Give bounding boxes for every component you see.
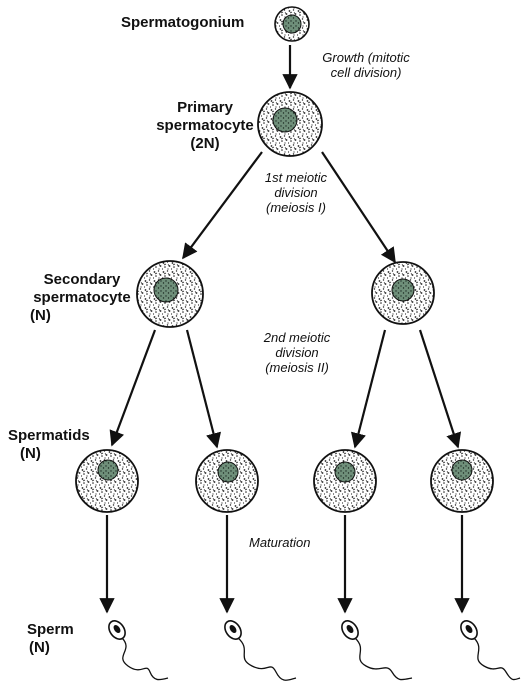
arrow-meiosis2-4 xyxy=(418,329,462,449)
arrow-meiosis2-2 xyxy=(185,329,222,449)
cell-spermatogonium xyxy=(274,6,310,42)
label-sperm: Sperm (N) xyxy=(27,621,74,656)
arrow-meiosis2-1 xyxy=(109,329,157,447)
note-maturation: Maturation xyxy=(249,535,311,550)
note-growth: Growth (mitotic cell division) xyxy=(322,50,410,80)
cell-secondary-spermatocyte-left xyxy=(136,260,204,328)
note-meiosis-2: 2nd meiotic division (meiosis II) xyxy=(263,330,331,375)
label-spermatogonium: Spermatogonium xyxy=(121,14,245,31)
arrow-meiosis1-left xyxy=(182,151,263,260)
label-secondary-spermatocyte: Secondary spermatocyte (N) xyxy=(30,271,131,324)
sperm-1 xyxy=(108,620,169,681)
cell-spermatid-4 xyxy=(430,449,494,513)
sperm-2 xyxy=(224,620,297,681)
cell-secondary-spermatocyte-right xyxy=(371,261,435,325)
arrows xyxy=(99,45,470,614)
note-meiosis-1: 1st meiotic division (meiosis I) xyxy=(264,170,328,215)
sperm-3 xyxy=(341,620,413,681)
cell-spermatid-2 xyxy=(195,449,259,513)
sperm-4 xyxy=(460,620,521,681)
label-primary-spermatocyte: Primary spermatocyte (2N) xyxy=(156,99,254,152)
label-spermatids: Spermatids (N) xyxy=(8,427,90,462)
cell-spermatid-3 xyxy=(313,449,377,513)
arrow-meiosis2-3 xyxy=(350,329,387,449)
cell-spermatid-1 xyxy=(75,449,139,513)
cell-primary-spermatocyte xyxy=(257,91,323,157)
arrow-meiosis1-right xyxy=(321,151,396,264)
